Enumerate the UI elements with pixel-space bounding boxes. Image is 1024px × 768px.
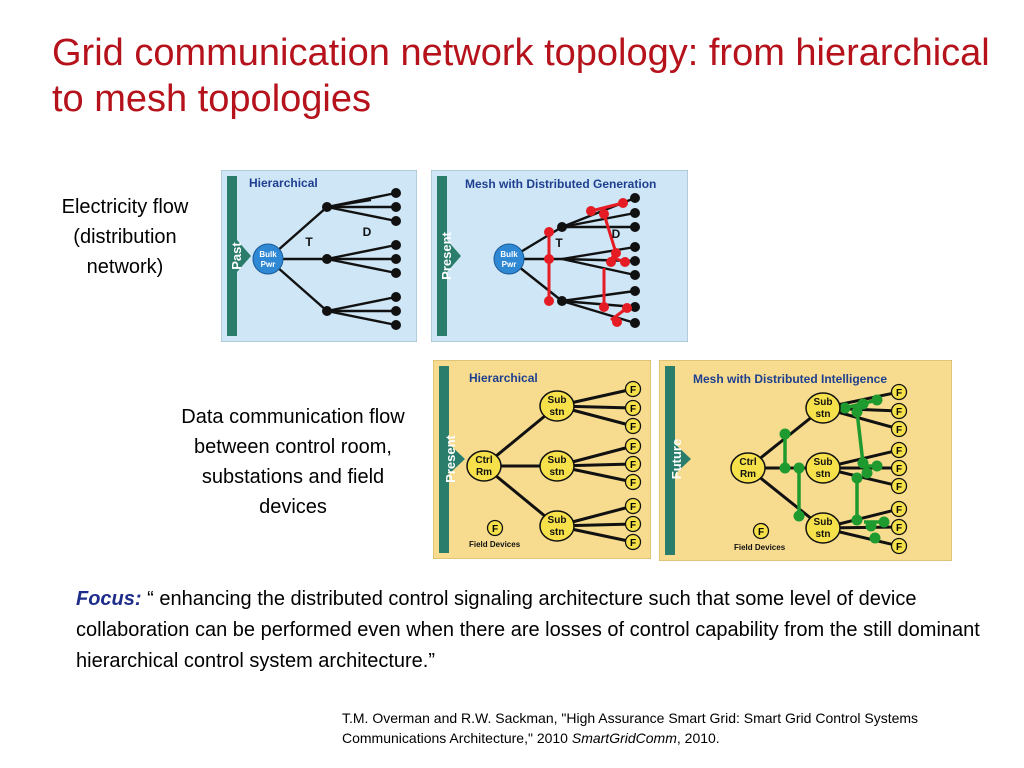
past-band — [227, 176, 251, 336]
bulk-power-node — [252, 243, 284, 275]
electricity-flow-label: Electricity flow (distribution network) — [61, 196, 189, 278]
svg-text:F: F — [630, 404, 636, 415]
control-room-node — [730, 452, 766, 484]
svg-text:stn: stn — [550, 467, 565, 478]
svg-text:F: F — [896, 505, 902, 516]
substation-node: Sub stn — [539, 390, 575, 422]
svg-text:F: F — [896, 542, 902, 553]
electricity-hierarchical-panel: Past Hierarchical Bulk Pwr T D — [221, 170, 417, 342]
field-device-nodes: F F F F F F F F F — [890, 383, 908, 555]
svg-text:stn: stn — [816, 529, 831, 540]
svg-text:F: F — [896, 425, 902, 436]
svg-text:F: F — [896, 482, 902, 493]
bulk-power-label-1: Bulk — [500, 250, 518, 259]
svg-text:stn: stn — [816, 409, 831, 420]
field-device-legend: F Field Devices — [734, 522, 786, 552]
svg-text:F: F — [630, 502, 636, 513]
reference-authors-title: T.M. Overman and R.W. Sackman, "High Ass… — [342, 710, 919, 746]
reference-citation: T.M. Overman and R.W. Sackman, "High Ass… — [342, 708, 1002, 748]
svg-text:F: F — [630, 422, 636, 433]
svg-text:F: F — [896, 523, 902, 534]
svg-text:F: F — [896, 407, 902, 418]
substation-node: Sub stn — [539, 450, 575, 482]
svg-text:F: F — [758, 527, 764, 538]
distribution-label: D — [612, 227, 621, 241]
svg-text:Sub: Sub — [814, 397, 833, 408]
bulk-power-label-2: Pwr — [502, 260, 517, 269]
present-band — [437, 176, 461, 336]
svg-text:stn: stn — [550, 527, 565, 538]
svg-text:F: F — [630, 478, 636, 489]
mesh-dg-header: Mesh with Distributed Generation — [465, 177, 656, 191]
bulk-power-label-1: Bulk — [259, 250, 277, 259]
svg-text:Sub: Sub — [548, 515, 567, 526]
svg-text:F: F — [630, 442, 636, 453]
future-band-label: Future — [669, 439, 684, 479]
future-band — [665, 366, 691, 555]
substation-node: Sub stn — [805, 392, 841, 424]
svg-text:Sub: Sub — [548, 395, 567, 406]
electricity-mesh-panel: Present Mesh with Distributed Generation… — [431, 170, 688, 342]
svg-text:Sub: Sub — [814, 517, 833, 528]
bulk-power-node — [493, 243, 525, 275]
page-title: Grid communication network topology: fro… — [52, 32, 990, 120]
svg-text:F: F — [896, 446, 902, 457]
control-room-node — [466, 450, 502, 482]
focus-keyword: Focus: — [76, 588, 142, 610]
transmission-label: T — [555, 236, 563, 250]
distribution-label: D — [363, 225, 372, 239]
hierarchical-header: Hierarchical — [469, 371, 538, 385]
substation-node: Sub stn — [539, 510, 575, 542]
control-room-label-1: Ctrl — [739, 457, 756, 468]
present-band-label: Present — [443, 434, 458, 482]
focus-quote: Focus: “ enhancing the distributed contr… — [76, 584, 996, 677]
control-room-label-2: Rm — [740, 469, 756, 480]
svg-text:Sub: Sub — [814, 457, 833, 468]
substation-node: Sub stn — [805, 512, 841, 544]
svg-text:stn: stn — [816, 469, 831, 480]
svg-text:Field Devices: Field Devices — [734, 543, 786, 552]
control-room-label-2: Rm — [476, 467, 492, 478]
svg-text:Field Devices: Field Devices — [469, 540, 521, 549]
transmission-label: T — [305, 235, 313, 249]
svg-text:F: F — [896, 464, 902, 475]
svg-text:F: F — [630, 520, 636, 531]
control-room-label-1: Ctrl — [475, 455, 492, 466]
data-flow-label: Data communication flow between control … — [181, 406, 405, 518]
reference-year: , 2010. — [676, 730, 720, 746]
data-hierarchical-panel: Present Hierarchical Ctrl Rm Sub stn Sub… — [433, 360, 651, 559]
svg-text:F: F — [630, 460, 636, 471]
svg-text:F: F — [492, 524, 498, 535]
hierarchical-header: Hierarchical — [249, 176, 318, 190]
present-band — [439, 366, 465, 553]
bulk-power-label-2: Pwr — [261, 260, 276, 269]
past-band-label: Past — [229, 242, 244, 270]
svg-text:F: F — [630, 385, 636, 396]
present-band-label: Present — [439, 231, 454, 279]
data-mesh-panel: Future Mesh with Distributed Intelligenc… — [659, 360, 952, 561]
mesh-di-header: Mesh with Distributed Intelligence — [693, 372, 887, 386]
reference-venue: SmartGridComm — [571, 730, 677, 746]
svg-text:stn: stn — [550, 407, 565, 418]
field-device-legend: F Field Devices — [469, 519, 521, 549]
focus-text: “ enhancing the distributed control sign… — [76, 588, 980, 672]
svg-text:Sub: Sub — [548, 455, 567, 466]
field-device-nodes: F F F F F F F F F — [624, 380, 642, 551]
svg-text:F: F — [630, 538, 636, 549]
svg-text:F: F — [896, 388, 902, 399]
substation-node: Sub stn — [805, 452, 841, 484]
